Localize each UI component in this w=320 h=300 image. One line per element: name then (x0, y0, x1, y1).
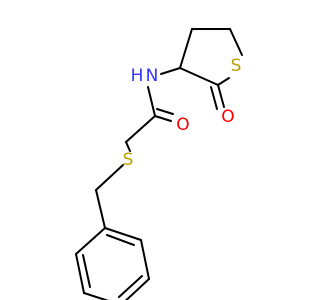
bond-c5-s-ring (229, 28, 243, 56)
bond-benzene-2 (75, 253, 85, 294)
amide-nitrogen-label: N (146, 66, 159, 86)
bond-ch2-s (125, 141, 131, 152)
amide-oxygen-label: O (176, 115, 189, 135)
molecule-structure: S O N H O S (75, 28, 243, 300)
ring-sulfur-label: S (231, 56, 242, 76)
bond-benzene-1 (75, 227, 106, 255)
bond-c2-c3 (179, 67, 219, 86)
bond-ch2-ipso (95, 189, 106, 229)
bond-amide-c-ch2 (125, 115, 156, 143)
thioether-sulfur-label: S (123, 150, 134, 170)
bond-s-ring-c2 (217, 77, 230, 86)
bond-c3-c4 (179, 28, 193, 69)
bonds (75, 28, 243, 300)
bond-amide-carbonyl-a (154, 115, 172, 122)
bond-benzene-inner-1 (82, 254, 91, 288)
bond-benzene-6 (104, 227, 142, 241)
bond-benzene-5 (140, 239, 150, 280)
bond-benzene-inner-3 (106, 234, 135, 246)
bond-benzene-3 (83, 292, 109, 300)
bond-ring-carbonyl-b (210, 86, 218, 110)
amide-hydrogen-label: H (131, 66, 144, 86)
molecule-canvas: S O N H O S (75, 28, 243, 300)
bond-benzene-inner-2 (118, 275, 143, 298)
ring-oxygen-label: O (221, 107, 234, 127)
bond-amide-carbonyl-b (156, 108, 174, 115)
bond-s-benzyl-ch2 (95, 164, 124, 191)
bond-n-amide-c (147, 86, 156, 117)
bond-benzene-4 (124, 278, 150, 300)
bond-c3-n (160, 67, 181, 75)
bond-ring-carbonyl-a (217, 84, 225, 108)
